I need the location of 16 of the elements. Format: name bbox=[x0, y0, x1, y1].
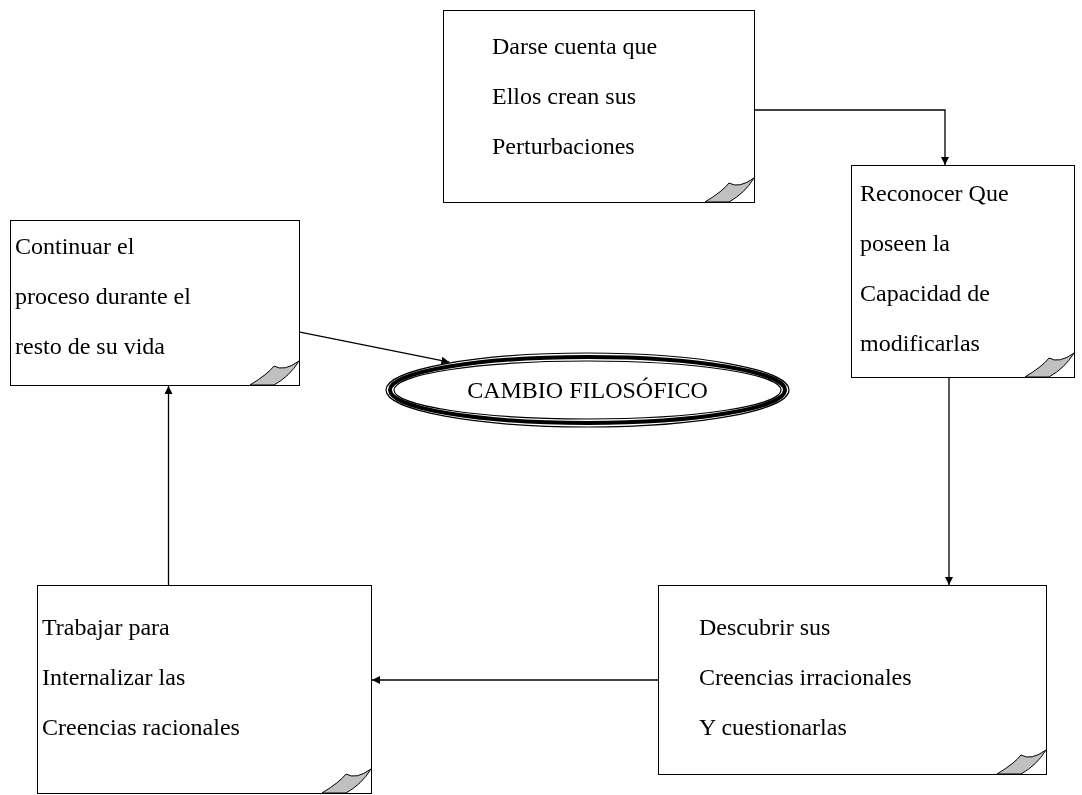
arrow bbox=[754, 109, 949, 166]
note-box bbox=[851, 165, 1075, 378]
arrow bbox=[299, 331, 450, 365]
arrow bbox=[371, 676, 659, 684]
note-box bbox=[658, 585, 1047, 775]
node-label: Continuar el proceso durante el resto de su vida bbox=[15, 232, 192, 361]
arrow bbox=[945, 377, 953, 586]
note-box bbox=[37, 585, 372, 794]
node-label: Reconocer Que poseen la Capacidad de modificarlas bbox=[860, 179, 1010, 358]
note-box bbox=[10, 220, 300, 386]
note-box bbox=[443, 10, 755, 203]
node-label: Darse cuenta que Ellos crean sus Perturbaciones bbox=[492, 32, 659, 161]
arrow bbox=[164, 385, 173, 586]
node-label: CAMBIO FILOSÓFICO bbox=[467, 376, 708, 404]
node-label: Trabajar para Internalizar las Creencias racionales bbox=[42, 613, 241, 742]
node-label: Descubrir sus Creencias irracionales Y cuestionarlas bbox=[699, 613, 913, 742]
